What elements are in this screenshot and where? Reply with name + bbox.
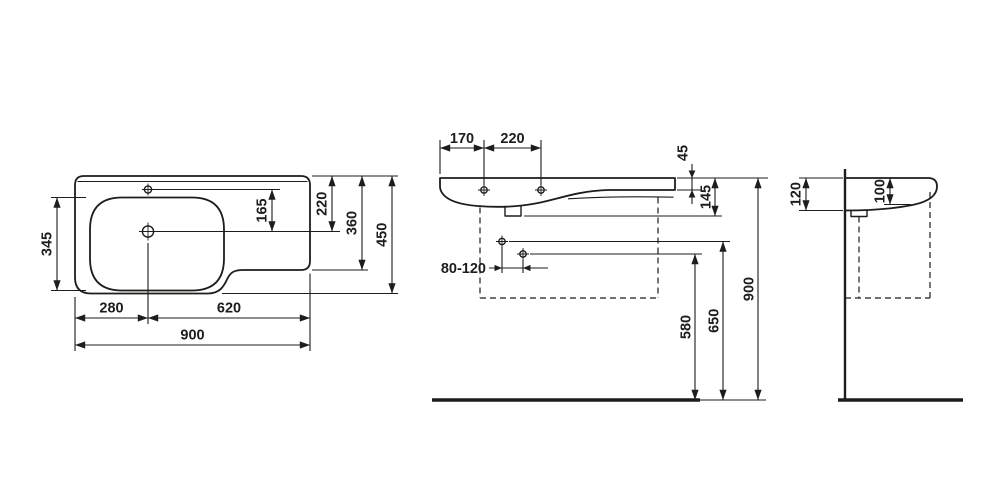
side-drain-stub xyxy=(850,209,868,218)
plan-ceramic-outline xyxy=(74,175,311,295)
plan-drain-crosshair xyxy=(139,222,157,241)
front-extension-lines xyxy=(439,140,768,273)
plan-outline xyxy=(74,175,311,295)
front-dim-650-label: 650 xyxy=(707,309,723,333)
front-fixing-hole-right-crosshair xyxy=(535,184,547,196)
plan-dim-165-label: 165 xyxy=(255,198,271,222)
plan-extension-lines xyxy=(51,175,398,351)
front-dim-170-label: 170 xyxy=(450,131,474,147)
front-dim-80-120-arrow-left xyxy=(494,264,502,272)
front-supply-connection-crosshair xyxy=(496,235,508,248)
front-outline xyxy=(432,177,766,402)
plan-dim-620-label: 620 xyxy=(217,301,241,317)
plan-dimension-lines xyxy=(51,175,398,351)
front-dim-45-arrow-top xyxy=(688,170,696,178)
front-dim-45-label: 45 xyxy=(676,145,692,161)
plan-bowl-outline xyxy=(89,196,225,292)
side-dim-100-label: 100 xyxy=(873,179,889,203)
front-waste-connection-crosshair xyxy=(517,248,529,260)
front-ceramic-outline xyxy=(439,177,676,208)
plan-dim-900-label: 900 xyxy=(180,328,204,344)
plan-dim-360-label: 360 xyxy=(345,211,361,235)
side-ceramic-profile xyxy=(844,177,938,212)
plan-dim-220-label: 220 xyxy=(315,192,331,216)
front-dim-80-120-arrow-right xyxy=(523,264,531,272)
side-extension-lines xyxy=(799,177,911,212)
side-dimension-lines xyxy=(799,177,911,212)
front-fixing-hole-left-crosshair xyxy=(478,184,490,196)
front-dim-45-arrow-bottom xyxy=(688,190,696,198)
front-view: 170 220 45 145 80-120 580 650 900 xyxy=(432,131,768,402)
plan-tap-hole-crosshair xyxy=(142,183,154,196)
front-drain-stub xyxy=(504,205,522,217)
front-dimension-lines xyxy=(439,140,768,400)
side-hidden-install-zone xyxy=(845,192,931,299)
front-dim-580-label: 580 xyxy=(679,315,695,339)
plan-dim-345-label: 345 xyxy=(40,232,56,256)
front-dim-145-label: 145 xyxy=(699,185,715,209)
side-outline xyxy=(838,169,963,402)
side-dim-120-label: 120 xyxy=(789,182,805,206)
front-shelf-underside-line xyxy=(567,196,674,200)
plan-dim-450-label: 450 xyxy=(375,223,391,247)
front-dim-80-120-label: 80-120 xyxy=(441,261,486,277)
front-dim-220-label: 220 xyxy=(500,131,524,147)
plan-view: 345 165 220 360 450 280 620 900 xyxy=(40,175,398,351)
front-hidden-install-zone xyxy=(479,197,659,299)
plan-dim-280-label: 280 xyxy=(99,301,123,317)
front-dim-900-label: 900 xyxy=(742,277,758,301)
side-view: 120 100 xyxy=(789,169,963,402)
